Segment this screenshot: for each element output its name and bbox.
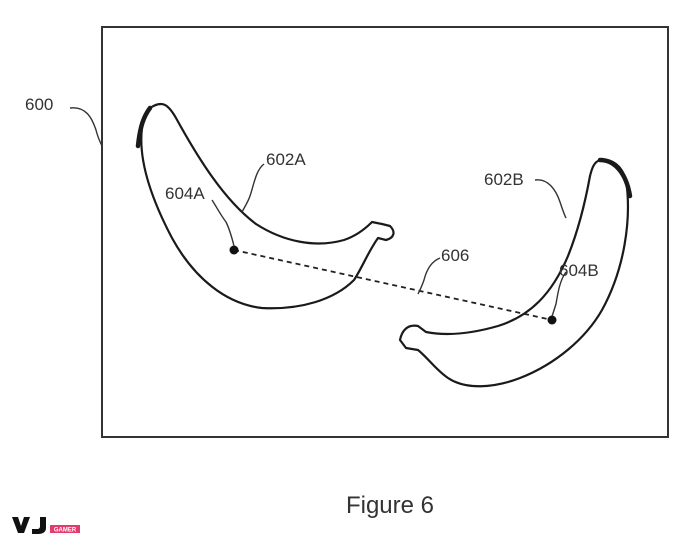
label-602b: 602B	[484, 170, 524, 189]
leader-600	[69, 107, 103, 147]
label-604a: 604A	[165, 184, 205, 203]
banana-602b	[398, 157, 633, 388]
label-600: 600	[25, 95, 53, 114]
center-point-604b	[547, 315, 557, 325]
watermark-logo: GAMER	[12, 517, 80, 534]
leader-602b	[534, 179, 567, 219]
center-point-604a	[229, 245, 239, 255]
leader-602a	[241, 163, 265, 213]
banana-602a	[135, 102, 395, 310]
leader-604b	[551, 271, 567, 317]
leader-604a	[211, 199, 235, 247]
svg-text:GAMER: GAMER	[54, 528, 77, 534]
label-606: 606	[441, 246, 469, 265]
connector-606	[233, 249, 553, 321]
label-604b: 604B	[559, 261, 599, 280]
label-602a: 602A	[266, 150, 306, 169]
figure-caption: Figure 6	[346, 492, 434, 519]
leader-606	[417, 257, 441, 295]
frame-600	[101, 26, 669, 438]
